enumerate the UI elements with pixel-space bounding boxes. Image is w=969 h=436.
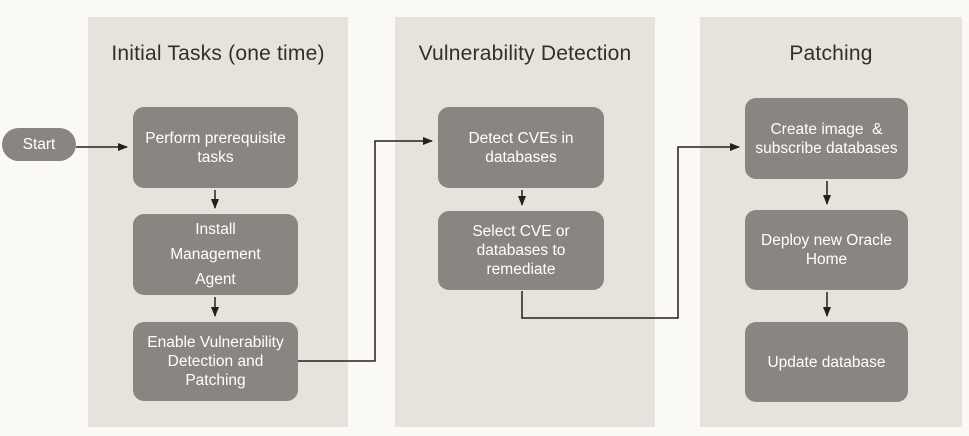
- node-perform-prerequisite-tasks: Perform prerequisite tasks: [133, 107, 298, 188]
- start-node: Start: [2, 128, 76, 161]
- node-select-cve-or-databases-to-remediate: Select CVE or databases to remediate: [438, 211, 604, 290]
- node-enable-vulnerability-detection-and-patching: Enable Vulnerability Detection and Patch…: [133, 322, 298, 401]
- node-deploy-new-oracle-home: Deploy new Oracle Home: [745, 210, 908, 290]
- phase-title-initial-tasks: Initial Tasks (one time): [111, 42, 325, 65]
- node-detect-cves-in-databases: Detect CVEs in databases: [438, 107, 604, 188]
- node-install-management-agent: Install Management Agent: [133, 214, 298, 295]
- node-update-database: Update database: [745, 322, 908, 402]
- phase-panel-initial-tasks: Initial Tasks (one time) Perform prerequ…: [88, 17, 348, 427]
- phase-panel-vulnerability-detection: Vulnerability Detection Detect CVEs in d…: [395, 17, 655, 427]
- phase-title-patching: Patching: [789, 42, 873, 65]
- phase-title-vulnerability-detection: Vulnerability Detection: [418, 42, 632, 65]
- node-create-image-and-subscribe-databases: Create image & subscribe databases: [745, 98, 908, 179]
- phase-panel-patching: Patching Create image & subscribe databa…: [700, 17, 962, 427]
